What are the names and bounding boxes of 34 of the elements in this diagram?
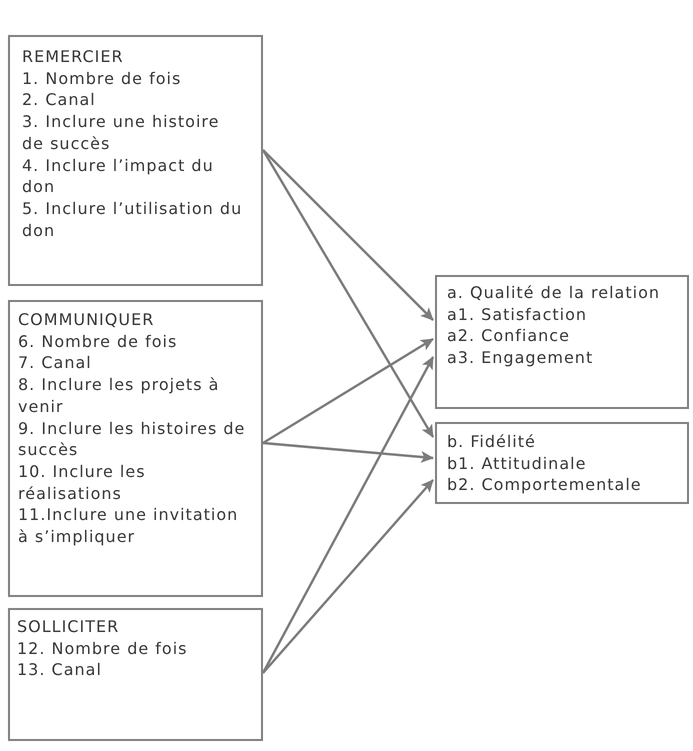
arrow	[262, 356, 434, 674]
list-item: 6. Nombre de fois	[18, 330, 178, 352]
arrow	[262, 442, 434, 463]
list-item: 8. Inclure les projets à venir	[18, 374, 220, 418]
text-box	[8, 608, 263, 741]
arrow	[262, 338, 434, 444]
list-item: 12. Nombre de fois	[17, 638, 188, 660]
list-item: 11.Inclure une invitation à s’impliquer	[18, 504, 240, 548]
text-box	[8, 300, 263, 597]
box-heading: a. Qualité de la relation	[447, 282, 661, 304]
box-heading: COMMUNIQUER	[18, 309, 156, 331]
list-item: 2. Canal	[22, 89, 97, 112]
box-heading: SOLLICITER	[17, 616, 120, 638]
list-item: 13. Canal	[17, 659, 103, 682]
arrow	[262, 479, 434, 674]
list-item: b1. Attitudinale	[447, 452, 588, 474]
list-item: 10. Inclure les réalisations	[18, 460, 147, 504]
list-item: a2. Confiance	[447, 325, 571, 348]
list-item: 1. Nombre de fois	[22, 68, 182, 90]
text-box	[435, 275, 689, 409]
list-item: a3. Engagement	[447, 347, 594, 369]
list-item: a1. Satisfaction	[447, 304, 588, 326]
text-box	[435, 422, 689, 504]
box-heading: REMERCIER	[22, 46, 125, 68]
text-box	[8, 35, 263, 286]
list-item: b2. Comportementale	[447, 474, 643, 496]
list-item: 5. Inclure l’utilisation du don	[22, 198, 244, 242]
list-item: 4. Inclure l’impact du don	[22, 154, 215, 198]
arrow	[262, 149, 434, 438]
arrow	[262, 149, 434, 321]
list-item: 9. Inclure les histoires de succès	[18, 418, 246, 461]
list-item: 3. Inclure une histoire de succès	[22, 111, 220, 155]
list-item: 7. Canal	[18, 352, 93, 374]
box-heading: b. Fidélité	[447, 431, 537, 453]
